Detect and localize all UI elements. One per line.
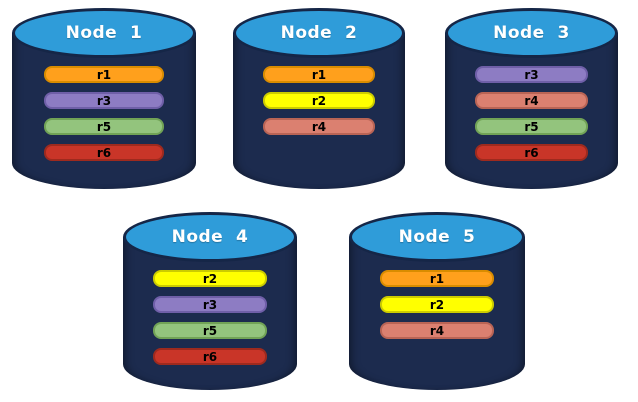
replica-label: r2 bbox=[202, 271, 218, 286]
replica-label: r4 bbox=[311, 119, 327, 134]
node-3-title: Node 3 bbox=[493, 22, 570, 43]
node-2-replica-list: r1 r2 r4 bbox=[233, 66, 405, 135]
node-5-replica-r1: r1 bbox=[379, 270, 495, 287]
replica-label: r5 bbox=[96, 119, 112, 134]
node-3-cylinder-body bbox=[445, 33, 618, 189]
replica-label: r5 bbox=[202, 323, 218, 338]
node-1-title: Node 1 bbox=[65, 22, 143, 43]
node-5-cylinder-body bbox=[349, 237, 525, 390]
node-4-replica-r6: r6 bbox=[153, 348, 267, 365]
replica-label: r3 bbox=[524, 67, 539, 82]
node-1-replica-list: r1 r3 r5 r6 bbox=[12, 66, 196, 161]
node-4-replica-list: r2 r3 r5 r6 bbox=[123, 270, 297, 365]
node-2-replica-r1: r1 bbox=[263, 66, 375, 83]
node-1-cylinder: Node 1 r1 r3 r5 r6 bbox=[12, 8, 196, 189]
node-4-replica-r2: r2 bbox=[153, 270, 267, 287]
node-4-title: Node 4 bbox=[171, 226, 249, 247]
node-1-replica-r1: r1 bbox=[44, 66, 164, 83]
node-1-replica-r5: r5 bbox=[44, 118, 164, 135]
node-2-cylinder-top: Node 2 bbox=[233, 8, 405, 58]
node-5-replica-list: r1 r2 r4 bbox=[349, 270, 525, 339]
node-2-replica-r4: r4 bbox=[263, 118, 375, 135]
node-5-replica-r2: r2 bbox=[379, 296, 495, 313]
replica-label: r2 bbox=[311, 93, 327, 108]
replica-label: r6 bbox=[202, 349, 218, 364]
replica-label: r3 bbox=[96, 93, 112, 108]
replica-label: r6 bbox=[96, 145, 112, 160]
node-4-cylinder: Node 4 r2 r3 r5 r6 bbox=[123, 212, 297, 390]
replica-label: r4 bbox=[524, 93, 539, 108]
node-5-replica-r4: r4 bbox=[379, 322, 495, 339]
node-2-cylinder: Node 2 r1 r2 r4 bbox=[233, 8, 405, 189]
node-3-replica-r3: r3 bbox=[475, 66, 588, 83]
replica-label: r6 bbox=[524, 145, 539, 160]
replica-label: r1 bbox=[96, 67, 112, 82]
node-2-replica-r2: r2 bbox=[263, 92, 375, 109]
node-3-replica-r4: r4 bbox=[475, 92, 588, 109]
node-4-replica-r5: r5 bbox=[153, 322, 267, 339]
replica-label: r3 bbox=[202, 297, 218, 312]
replica-label: r1 bbox=[311, 67, 327, 82]
node-3-replica-r5: r5 bbox=[475, 118, 588, 135]
node-1-replica-r6: r6 bbox=[44, 144, 164, 161]
node-5-title: Node 5 bbox=[398, 226, 476, 247]
node-3-replica-list: r3 r4 r5 r6 bbox=[445, 66, 618, 161]
node-5-cylinder-top: Node 5 bbox=[349, 212, 525, 262]
node-4-cylinder-top: Node 4 bbox=[123, 212, 297, 262]
node-2-cylinder-body bbox=[233, 33, 405, 189]
replica-label: r2 bbox=[429, 297, 445, 312]
node-1-cylinder-body bbox=[12, 33, 196, 189]
node-2-title: Node 2 bbox=[280, 22, 358, 43]
replica-label: r4 bbox=[429, 323, 445, 338]
node-1-replica-r3: r3 bbox=[44, 92, 164, 109]
node-1-cylinder-top: Node 1 bbox=[12, 8, 196, 58]
replica-label: r1 bbox=[429, 271, 445, 286]
node-3-cylinder-top: Node 3 bbox=[445, 8, 618, 58]
node-3-cylinder: Node 3 r3 r4 r5 r6 bbox=[445, 8, 618, 189]
replica-label: r5 bbox=[524, 119, 539, 134]
node-5-cylinder: Node 5 r1 r2 r4 bbox=[349, 212, 525, 390]
node-3-replica-r6: r6 bbox=[475, 144, 588, 161]
node-4-replica-r3: r3 bbox=[153, 296, 267, 313]
